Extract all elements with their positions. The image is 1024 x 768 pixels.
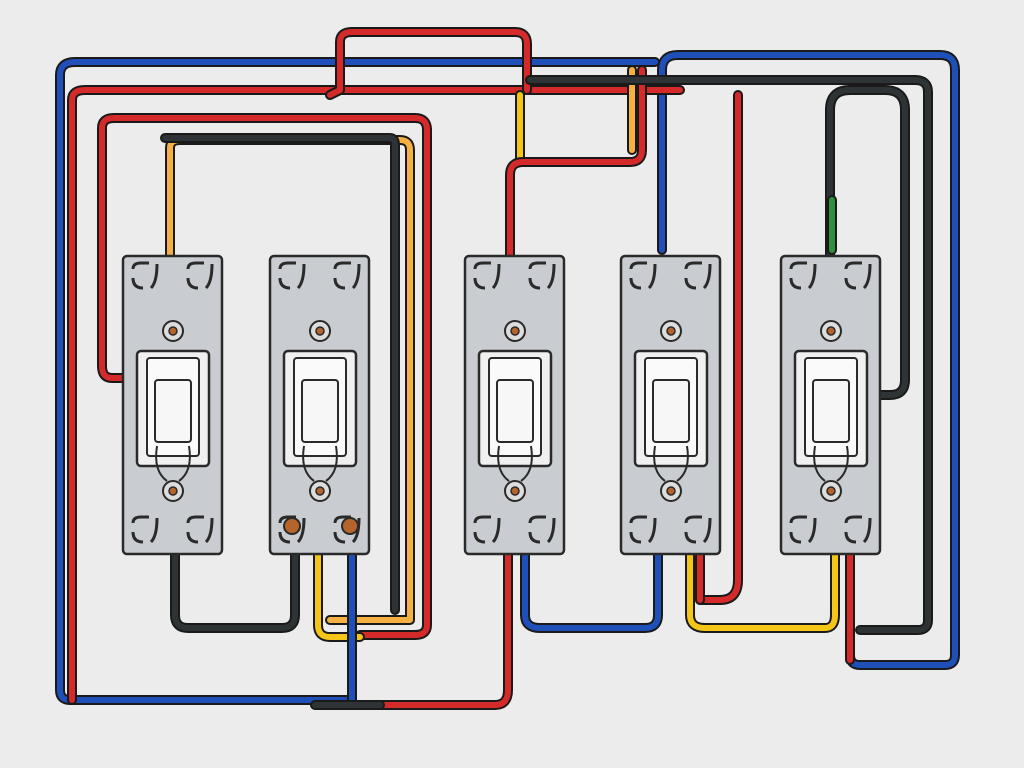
red-wire-top [67, 85, 685, 705]
yellow-wire-bottom2 [685, 550, 840, 633]
mounting-slot [333, 261, 361, 290]
terminal-icon [341, 517, 359, 535]
red-wire-bottom2 [695, 550, 855, 665]
red-wire-loop [325, 27, 532, 100]
mounting-slot [528, 261, 556, 290]
blue-wire-right [657, 50, 960, 670]
mounting-slot [629, 515, 657, 544]
toggle-lever [652, 379, 690, 443]
mounting-slot [473, 261, 501, 290]
toggle-lever [301, 379, 339, 443]
light-switch-1 [121, 254, 224, 556]
black-wire-loop [825, 85, 910, 400]
blue-wire-bottom2 [520, 550, 663, 633]
mounting-slot [186, 515, 214, 544]
mounting-slot [844, 261, 872, 290]
orange-wire [165, 135, 415, 625]
mounting-slot [333, 515, 361, 544]
mounting-slot [278, 515, 306, 544]
mounting-slot [789, 261, 817, 290]
mounting-slot [278, 261, 306, 290]
red-wire-right [695, 90, 743, 605]
red-wire-bottom [375, 550, 513, 710]
mounting-slot [629, 261, 657, 290]
mounting-slot [186, 261, 214, 290]
black-wire-inner [160, 133, 400, 615]
light-switch-3 [463, 254, 566, 556]
toggle-lever [154, 379, 192, 443]
mounting-slot [789, 515, 817, 544]
mounting-slot [528, 515, 556, 544]
toggle-lever [496, 379, 534, 443]
terminal-icon [283, 517, 301, 535]
red-wire-mid [505, 65, 647, 263]
mounting-slot [131, 515, 159, 544]
light-switch-2 [268, 254, 371, 556]
red-wire-switch1 [97, 113, 432, 640]
black-wire-top [525, 75, 933, 635]
switch-plates [121, 254, 882, 556]
mounting-slot [473, 515, 501, 544]
mounting-slot [684, 515, 712, 544]
blue-wire-outer [55, 57, 660, 705]
mounting-slot [844, 515, 872, 544]
light-switch-4 [619, 254, 722, 556]
mounting-slot [684, 261, 712, 290]
black-wire-bottom1 [170, 540, 300, 633]
mounting-slot [131, 261, 159, 290]
light-switch-5 [779, 254, 882, 556]
toggle-lever [812, 379, 850, 443]
wires [55, 27, 960, 710]
yellow-wire-bottom [313, 543, 365, 642]
